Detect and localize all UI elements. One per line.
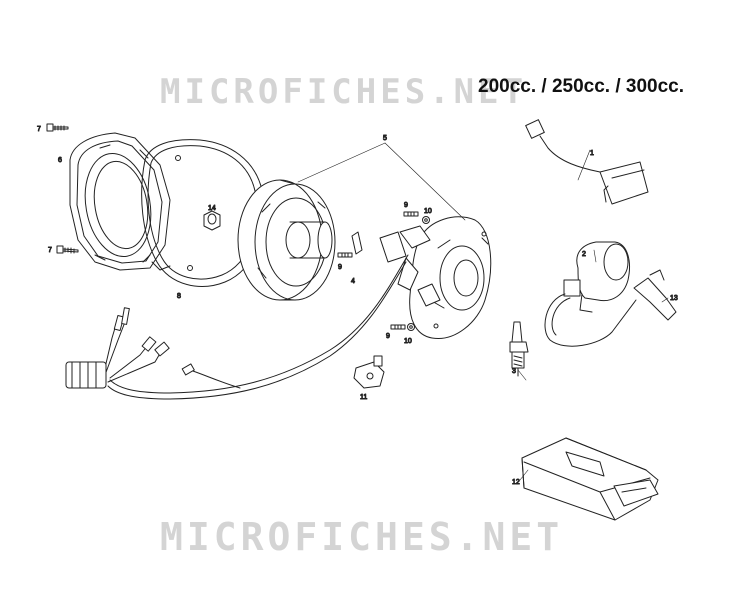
screw-icon [390,324,406,330]
callout-7: 7 [48,247,52,254]
callout-5: 5 [383,135,387,142]
callout-4: 4 [351,278,355,285]
watermark-bottom: MICROFICHES.NET [160,515,564,559]
callout-9: 9 [338,264,342,271]
screw-icon [403,211,419,217]
callout-12: 12 [512,479,520,486]
screw-icon [337,252,353,258]
page-title: 200cc. / 250cc. / 300cc. [478,76,685,97]
nut-icon [203,210,221,231]
stator-plate-icon [379,216,492,339]
screw-icon [56,245,79,254]
spark-plug-icon [509,321,529,377]
callout-11: 11 [360,394,367,401]
watermark-top: MICROFICHES.NET [160,72,528,112]
callout-9: 9 [386,333,390,340]
callout-10: 10 [424,208,432,215]
callout-14: 14 [208,205,216,212]
screw-icon [46,123,69,132]
flywheel-rotor-icon [237,179,336,301]
pickup-sensor-icon [353,355,385,389]
callout-9: 9 [404,202,408,209]
callout-8: 8 [177,293,181,300]
washer-icon [407,323,415,331]
leader-lines [297,142,669,481]
regulator-icon [525,119,649,205]
callout-13: 13 [670,295,678,302]
callout-1: 1 [590,150,594,157]
callout-10: 10 [404,338,412,345]
callout-7: 7 [37,126,41,133]
callout-3: 3 [512,368,516,375]
cdi-unit-icon [521,437,659,521]
callout-6: 6 [58,157,62,164]
callout-2: 2 [582,251,586,258]
key-icon [351,231,363,255]
washer-icon [422,216,430,224]
ignition-cover-icon [69,132,171,271]
wiring-harness-icon [65,254,409,400]
ignition-coil-icon [544,241,677,347]
